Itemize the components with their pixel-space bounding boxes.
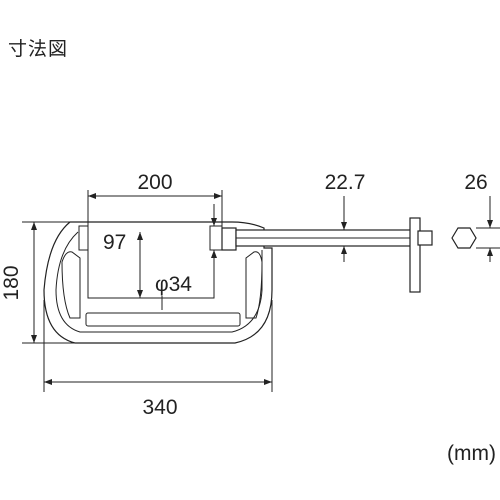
dimension-hex-label: 26 xyxy=(464,171,487,194)
dimension-screw-pitch: 22.7 xyxy=(325,171,366,262)
dimension-width-label: 340 xyxy=(142,396,177,419)
clamp-screw xyxy=(221,217,433,293)
dimension-screw-diameter: φ34 xyxy=(155,273,192,310)
dimension-hex: 26 xyxy=(464,171,500,262)
hex-end-view xyxy=(451,227,477,249)
clamp-frame xyxy=(43,221,273,344)
dimension-throat: 97 xyxy=(103,231,143,298)
dimension-opening: 200 xyxy=(87,171,223,266)
page-title: 寸法図 xyxy=(8,38,69,60)
dimension-height: 180 xyxy=(0,221,75,344)
dimension-height-label: 180 xyxy=(0,265,23,300)
dimension-width: 340 xyxy=(43,300,273,419)
dimension-opening-label: 200 xyxy=(137,171,172,194)
dimension-throat-label: 97 xyxy=(103,231,126,254)
dimension-screw-diameter-label: φ34 xyxy=(155,273,192,296)
unit-label: (mm) xyxy=(447,442,496,465)
dimension-screw-pitch-label: 22.7 xyxy=(325,171,366,194)
